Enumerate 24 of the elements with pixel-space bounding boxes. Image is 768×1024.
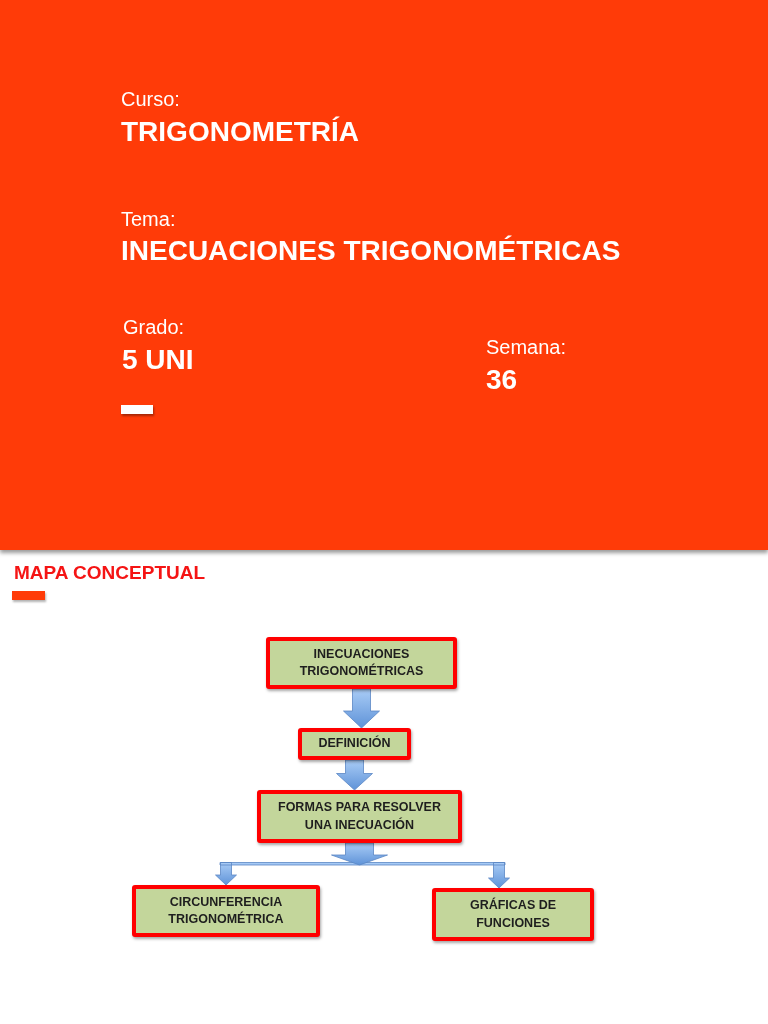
concept-box xyxy=(132,885,320,937)
branch-arrow xyxy=(359,862,510,889)
week-value: 36 xyxy=(486,366,518,394)
node-label: CIRCUNFERENCIA TRIGONOMÉTRICA xyxy=(167,893,285,928)
node-label: DEFINICIÓN xyxy=(318,735,391,753)
node-label: FORMAS PARA RESOLVER UNA INECUACIÓN xyxy=(277,799,442,834)
topic-name: INECUACIONES TRIGONOMÉTRICAS xyxy=(121,237,621,265)
node-label: INECUACIONES TRIGONOMÉTRICAS xyxy=(298,645,425,680)
block-arrow xyxy=(336,759,373,791)
trunk-arrow xyxy=(331,842,388,866)
grade-value: 5 UNI xyxy=(122,346,194,374)
section-heading: MAPA CONCEPTUAL xyxy=(14,563,206,582)
course-name: TRIGONOMETRÍA xyxy=(121,118,359,146)
course-label: Curso: xyxy=(121,89,180,109)
branch-arrow xyxy=(215,862,360,886)
concept-box xyxy=(432,888,594,941)
concept-box xyxy=(257,790,462,843)
concept-box xyxy=(266,637,457,689)
grade-label: Grado: xyxy=(123,317,185,337)
week-label: Semana: xyxy=(486,337,567,357)
topic-label: Tema: xyxy=(121,209,176,229)
node-label: GRÁFICAS DE FUNCIONES xyxy=(468,897,558,932)
block-arrow xyxy=(343,688,380,729)
concept-box xyxy=(298,728,411,760)
